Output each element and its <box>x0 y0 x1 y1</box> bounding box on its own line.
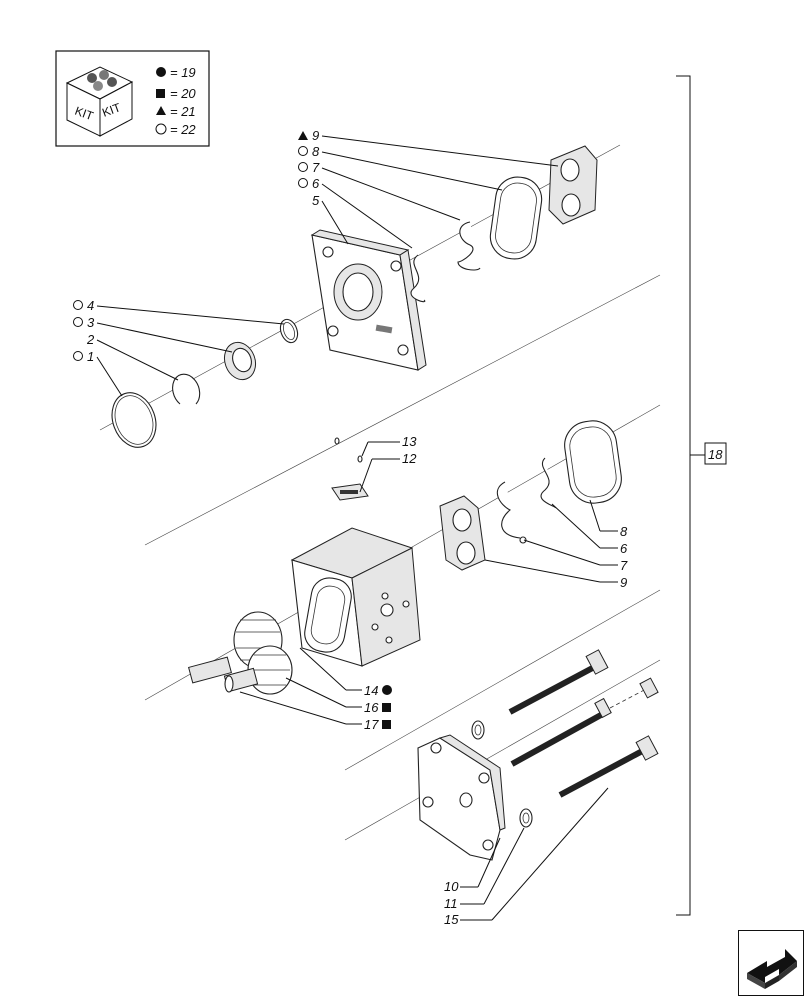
callout-2: 2 <box>86 332 95 347</box>
callout-15: 15 <box>444 912 459 927</box>
next-page-button[interactable] <box>738 930 804 996</box>
legend-item-20: = 20 <box>170 86 196 101</box>
gasket-8-mid <box>564 420 622 504</box>
callout-7-mid: 7 <box>620 558 628 573</box>
rear-cover-10 <box>417 734 506 861</box>
seal-6-mid <box>540 457 557 509</box>
bearing-block-9-mid <box>439 495 486 571</box>
bolt-15 <box>508 649 659 798</box>
bearing-block-9-top <box>548 145 598 225</box>
callout-6-mid: 6 <box>620 541 628 556</box>
legend-item-21: = 21 <box>170 104 196 119</box>
leader-lines <box>96 135 618 921</box>
callout-4: 4 <box>87 298 94 313</box>
circlip-2 <box>172 373 201 405</box>
callout-13: 13 <box>402 434 417 449</box>
legend-item-22: = 22 <box>170 122 196 137</box>
back-up-ring-6-top <box>410 254 426 303</box>
filled-triangle-symbol <box>156 106 166 115</box>
callout-labels: 9 8 7 6 5 4 3 2 1 13 12 8 6 7 9 14 16 17… <box>73 128 628 927</box>
label-plate-12 <box>331 483 369 501</box>
legend-item-19: = 19 <box>170 65 196 80</box>
assembly-bracket: 18 <box>676 75 727 916</box>
callout-3: 3 <box>87 315 95 330</box>
filled-circle-symbol <box>156 67 166 77</box>
callout-1: 1 <box>87 349 94 364</box>
callout-11: 11 <box>444 896 458 911</box>
seal-7-top <box>457 221 481 271</box>
kit-box-icon: KIT KIT <box>65 66 134 137</box>
callout-5: 5 <box>312 193 320 208</box>
gasket-8-top <box>489 176 543 260</box>
open-circle-symbol <box>155 123 167 135</box>
callout-9-top: 9 <box>312 128 319 143</box>
callout-6-top: 6 <box>312 176 320 191</box>
callout-8-mid: 8 <box>620 524 628 539</box>
callout-9-mid: 9 <box>620 575 627 590</box>
washer-11 <box>471 720 533 828</box>
callout-12: 12 <box>402 451 417 466</box>
callout-10: 10 <box>444 879 459 894</box>
callout-18: 18 <box>708 447 723 462</box>
seal-ring-4 <box>279 318 299 344</box>
callout-17: 17 <box>364 717 379 732</box>
kit-label-right: KIT <box>100 100 123 120</box>
driven-gear-16 <box>247 645 293 695</box>
seal-7-mid <box>496 481 527 544</box>
next-page-arrow-icon <box>747 949 797 989</box>
pump-body <box>290 527 421 667</box>
rivet-13 <box>334 437 363 463</box>
front-flange-5 <box>310 229 427 371</box>
callout-14: 14 <box>364 683 378 698</box>
callout-7-top: 7 <box>312 160 320 175</box>
gear-shaft-17 <box>223 667 259 693</box>
callout-16: 16 <box>364 700 379 715</box>
filled-square-symbol <box>156 89 165 98</box>
callout-8-top: 8 <box>312 144 320 159</box>
kit-legend: KIT KIT = 19 = 20 = 21 = 22 <box>55 50 210 147</box>
o-ring-1 <box>111 392 157 448</box>
shaft-seal-3 <box>223 341 257 381</box>
kit-label-left: KIT <box>73 104 96 124</box>
